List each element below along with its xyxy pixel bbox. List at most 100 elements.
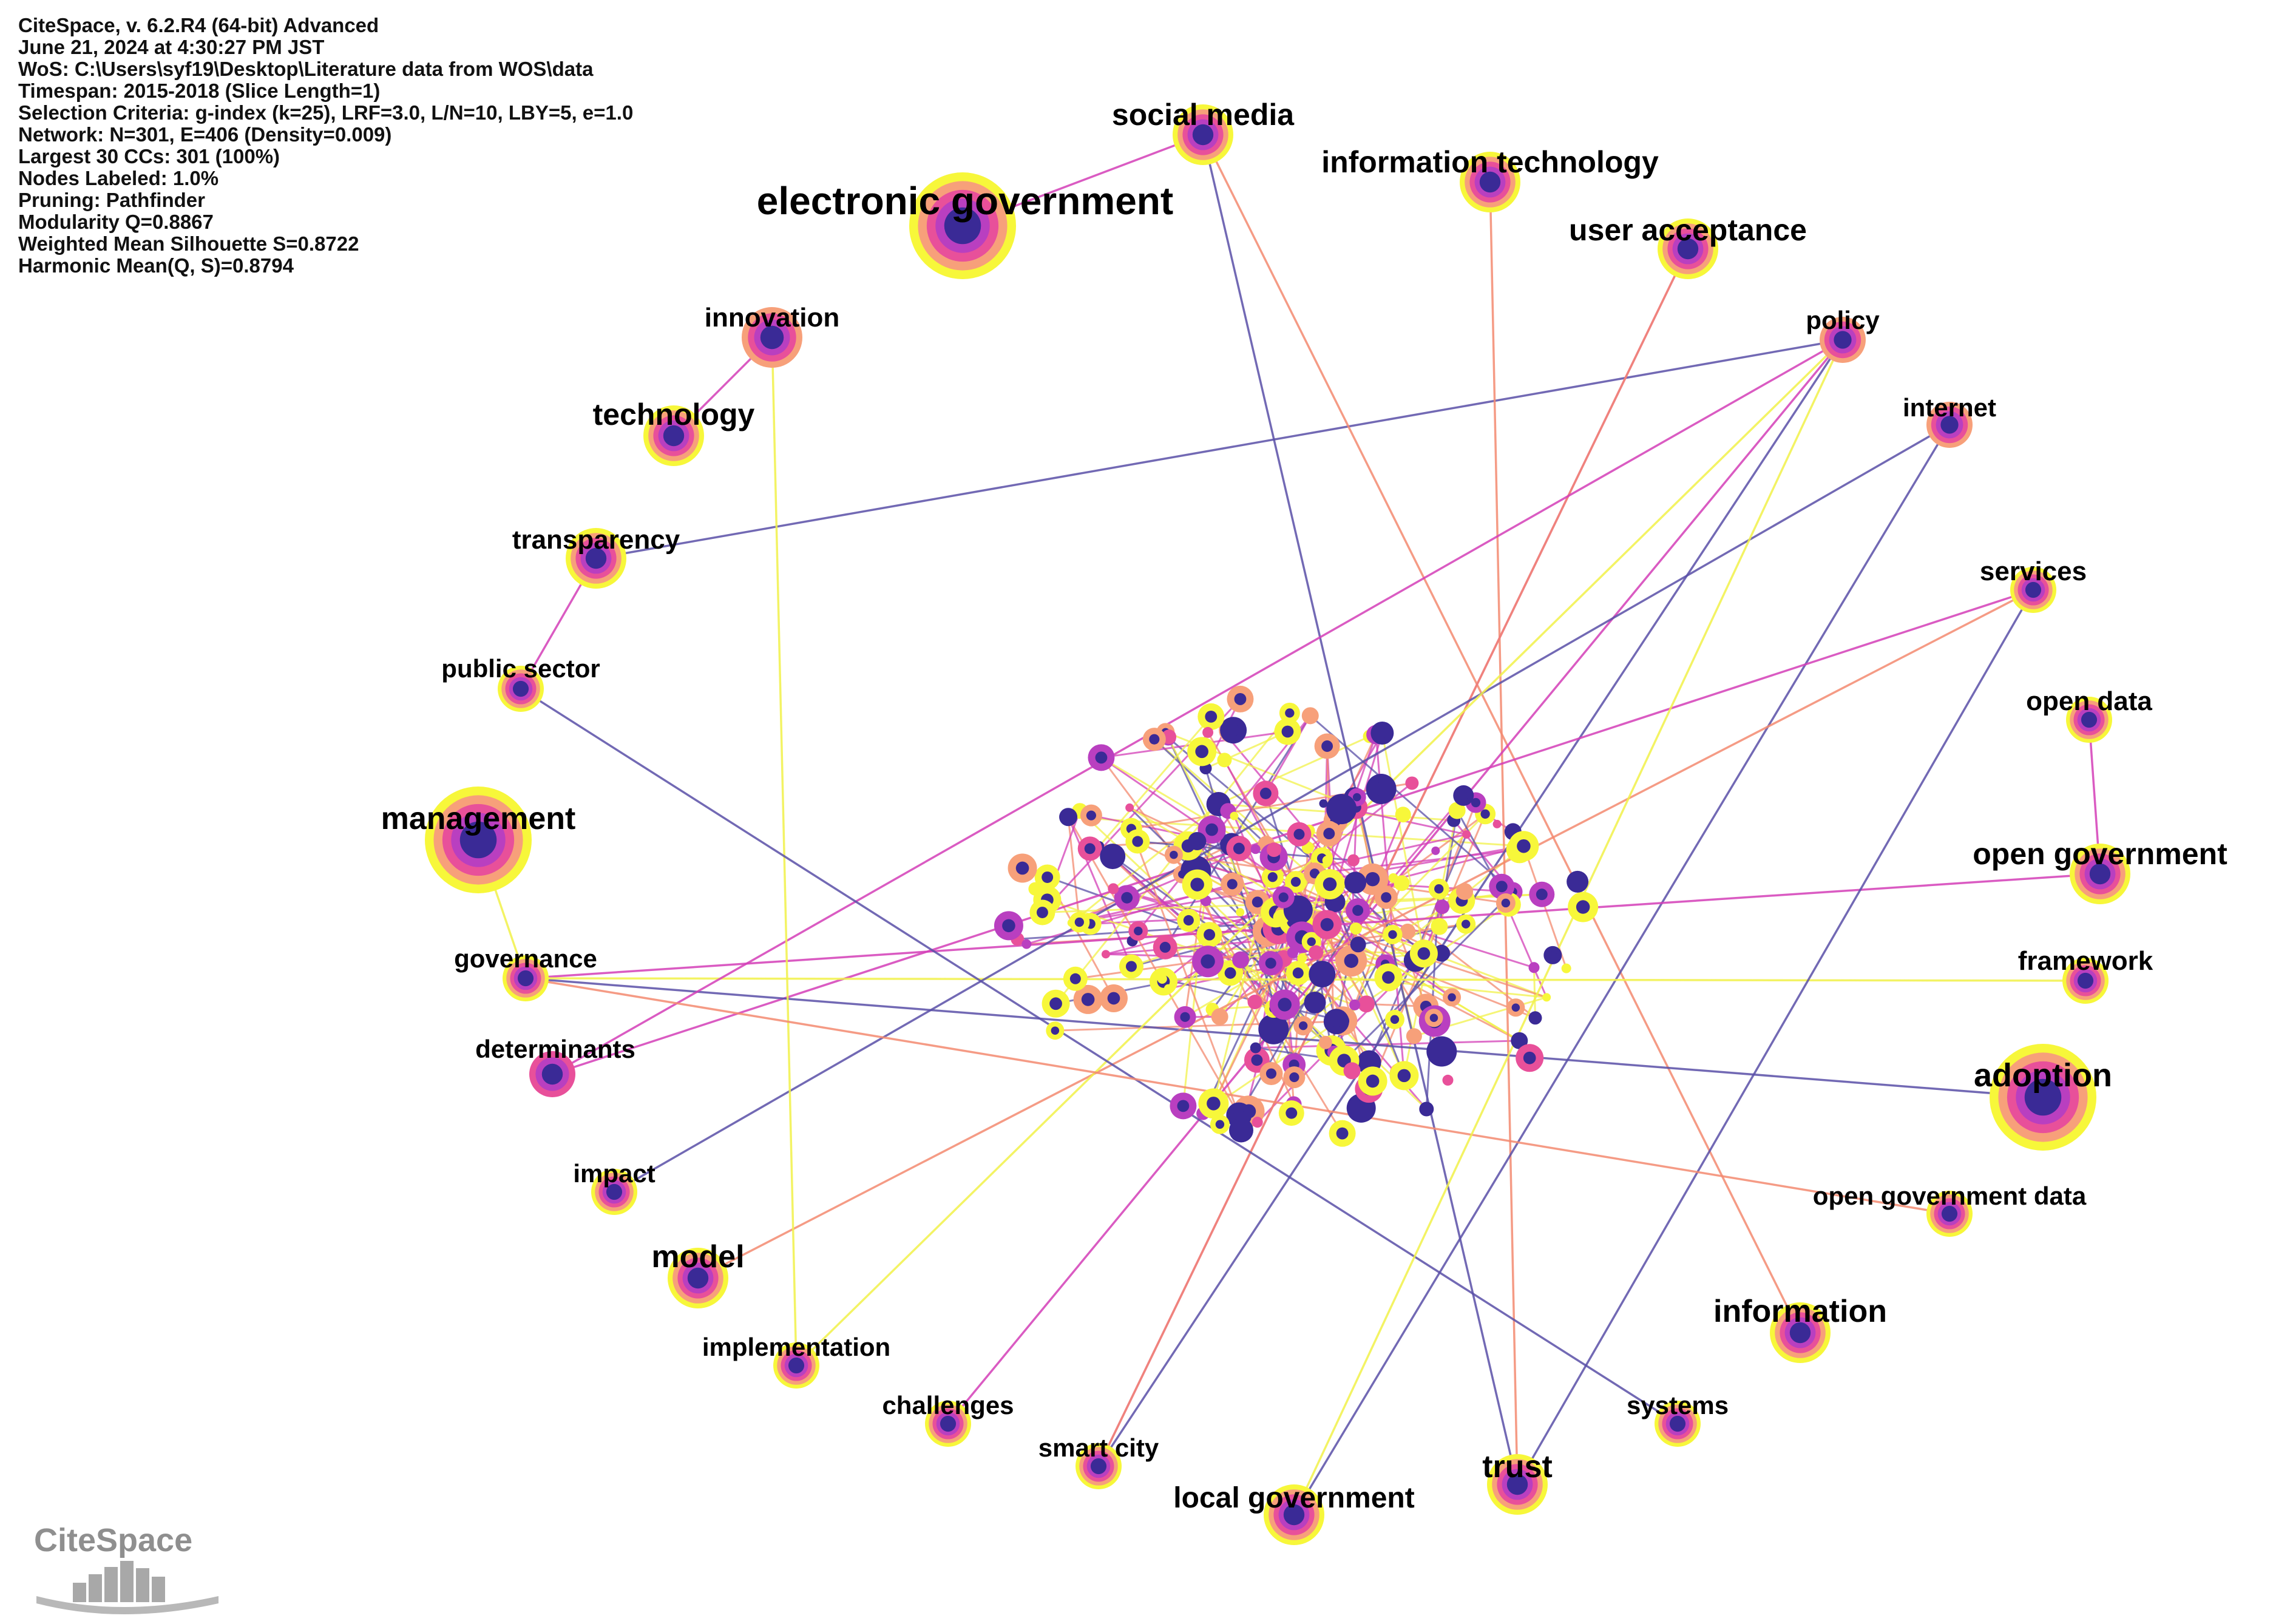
cluster-edge <box>1099 716 1212 847</box>
cluster-node <box>1142 728 1166 751</box>
keyword-node-social-media[interactable] <box>1173 104 1233 165</box>
keyword-node-information[interactable] <box>1770 1302 1831 1363</box>
info-line: Largest 30 CCs: 301 (100%) <box>18 145 280 167</box>
keyword-node-information-technology[interactable] <box>1460 152 1520 212</box>
cluster-node <box>1431 918 1448 935</box>
keyword-node-implementation[interactable] <box>773 1342 819 1389</box>
keyword-edge-local-government-policy <box>1293 339 1844 1515</box>
keyword-node-open-government[interactable] <box>2070 844 2130 904</box>
keyword-node-electronic-government[interactable] <box>909 172 1016 279</box>
cluster-node <box>1506 998 1525 1017</box>
cluster-node <box>1322 855 1332 865</box>
keyword-node-services[interactable] <box>2010 567 2056 613</box>
keyword-label-technology: technology <box>593 398 755 431</box>
cluster-node <box>1326 794 1357 825</box>
logo-bars <box>73 1561 165 1602</box>
cluster-node <box>1561 963 1571 973</box>
keyword-node-trust[interactable] <box>1487 1454 1548 1515</box>
cluster-node <box>1073 984 1103 1014</box>
keyword-node-innovation[interactable] <box>742 307 802 368</box>
cluster-node <box>1210 1114 1230 1134</box>
keyword-node-determinants[interactable] <box>529 1051 575 1097</box>
cluster-node <box>1389 1061 1419 1091</box>
cluster-node <box>1259 1062 1283 1086</box>
cluster-node <box>1443 988 1462 1007</box>
cluster-node <box>1272 886 1295 908</box>
keyword-edge-trust-services <box>1516 589 2034 1485</box>
cluster-node <box>1301 707 1319 725</box>
cluster-node <box>1492 819 1502 828</box>
keyword-label-impact: impact <box>573 1159 655 1188</box>
cluster-node <box>1269 989 1300 1020</box>
logo-text: CiteSpace <box>34 1522 192 1558</box>
cluster-node <box>1568 892 1599 922</box>
cluster-node <box>1088 744 1115 771</box>
cluster-node <box>1453 785 1474 806</box>
cluster-node <box>1297 953 1307 964</box>
cluster-node <box>1309 945 1324 960</box>
cluster-node <box>1358 1066 1387 1096</box>
keyword-node-smart-city[interactable] <box>1076 1443 1122 1489</box>
cluster-node <box>1400 923 1416 939</box>
cluster-node <box>1511 1032 1528 1049</box>
keyword-edge-implementation-innovation <box>771 337 798 1366</box>
cluster-node <box>1347 854 1360 867</box>
cluster-node <box>1448 802 1466 819</box>
keyword-node-impact[interactable] <box>591 1169 637 1215</box>
cluster-node <box>1077 836 1102 861</box>
cluster-node <box>1433 944 1451 962</box>
cluster-node <box>1374 885 1398 909</box>
logo-book <box>36 1596 218 1614</box>
keyword-node-open-data[interactable] <box>2066 697 2112 743</box>
cluster-node <box>1125 829 1150 854</box>
info-line: CiteSpace, v. 6.2.R4 (64-bit) Advanced <box>18 14 379 36</box>
cluster-node <box>1287 822 1312 847</box>
cluster-edge <box>1067 816 1133 967</box>
cluster-node <box>1197 703 1225 730</box>
keyword-node-transparency[interactable] <box>566 528 626 589</box>
keyword-label-policy: policy <box>1806 306 1880 334</box>
keyword-node-open-government-data[interactable] <box>1926 1191 1973 1237</box>
cluster-node <box>1409 939 1438 968</box>
keyword-node-internet[interactable] <box>1926 402 1973 448</box>
cluster-node <box>1226 836 1252 862</box>
keyword-node-model[interactable] <box>668 1248 728 1308</box>
keyword-node-adoption[interactable] <box>1990 1044 2096 1151</box>
cluster-node <box>1350 936 1366 953</box>
info-line: Weighted Mean Silhouette S=0.8722 <box>18 232 359 255</box>
cluster-node <box>1217 753 1232 768</box>
keyword-node-technology[interactable] <box>643 405 704 466</box>
cluster-node <box>1261 866 1284 888</box>
cluster-node <box>1316 820 1342 847</box>
info-line: WoS: C:\Users\syf19\Desktop\Literature d… <box>18 58 594 80</box>
keyword-node-systems[interactable] <box>1655 1401 1701 1447</box>
cluster-node <box>1274 718 1301 745</box>
info-line: Timespan: 2015-2018 (Slice Length=1) <box>18 80 381 102</box>
keyword-node-local-government[interactable] <box>1264 1484 1324 1545</box>
cluster-edge <box>1238 910 1360 1116</box>
cluster-node <box>1374 963 1403 992</box>
cluster-node <box>1283 1066 1306 1089</box>
labeled-node-layer <box>425 104 2130 1545</box>
keyword-label-smart-city: smart city <box>1038 1433 1159 1462</box>
keyword-node-governance[interactable] <box>503 955 549 1001</box>
cluster-node <box>1419 1101 1434 1117</box>
cluster-node <box>1489 873 1515 899</box>
keyword-node-user-acceptance[interactable] <box>1658 218 1718 279</box>
cluster-node <box>1236 908 1245 917</box>
cluster-node <box>1304 991 1326 1013</box>
keyword-node-public-sector[interactable] <box>498 666 544 712</box>
cluster-edge <box>1505 902 1548 998</box>
cluster-node <box>1279 702 1300 723</box>
keyword-label-implementation: implementation <box>702 1333 890 1361</box>
keyword-label-governance: governance <box>454 944 597 973</box>
cluster-node <box>1349 999 1361 1010</box>
cluster-node <box>1029 899 1055 925</box>
keyword-node-framework[interactable] <box>2062 958 2109 1004</box>
cluster-node <box>1456 914 1476 934</box>
keyword-label-innovation: innovation <box>705 303 839 333</box>
keyword-node-challenges[interactable] <box>925 1401 971 1447</box>
keyword-node-management[interactable] <box>425 787 532 893</box>
keyword-label-user-acceptance: user acceptance <box>1569 213 1807 247</box>
keyword-node-policy[interactable] <box>1820 317 1866 363</box>
